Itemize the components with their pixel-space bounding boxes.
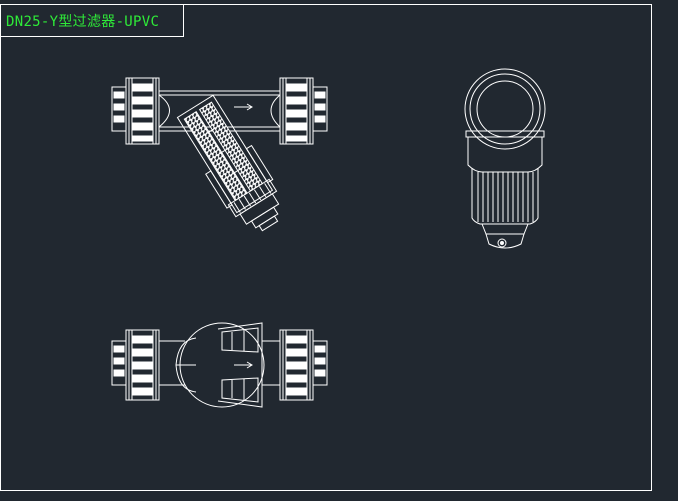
top-view [111, 77, 328, 232]
front-view [111, 322, 328, 408]
drawing-title: DN25-Y型过滤器-UPVC [6, 14, 160, 30]
front-right-union [279, 329, 328, 401]
flow-arrow-icon [234, 103, 253, 111]
strainer-leg [176, 94, 280, 232]
front-body [159, 322, 280, 408]
title-box [0, 4, 184, 37]
left-union [111, 77, 160, 145]
front-flow-arrow-icon [234, 361, 253, 369]
end-view [464, 68, 546, 249]
end-view-ribs [477, 172, 534, 222]
front-left-union [111, 329, 160, 401]
drawing-border [0, 4, 652, 491]
right-union [279, 77, 328, 145]
